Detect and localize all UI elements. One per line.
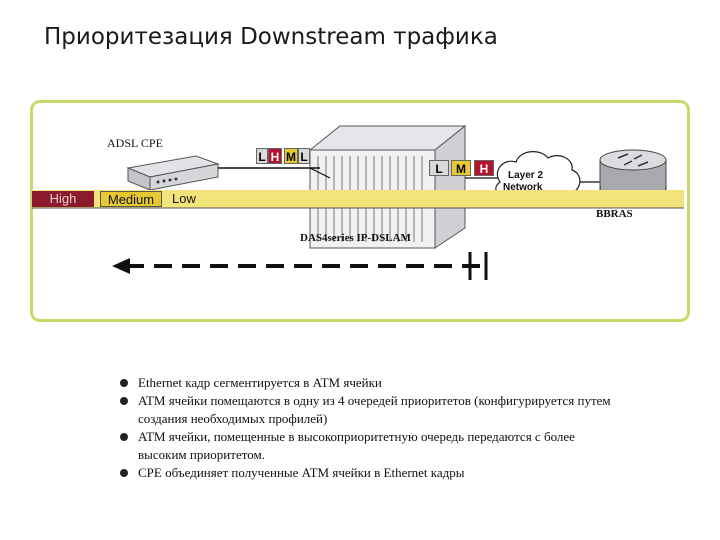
adsl-cpe-icon	[126, 155, 220, 191]
atm-cell: H	[474, 160, 494, 176]
page-title: Приоритезация Downstream трафика	[44, 24, 498, 50]
bullet-list: Ethernet кадр сегментируется в ATM ячейк…	[120, 374, 620, 482]
atm-cell: M	[451, 160, 471, 176]
list-item: Ethernet кадр сегментируется в ATM ячейк…	[120, 374, 620, 392]
cloud-label-line1: Layer 2	[508, 170, 544, 181]
atm-cell: M	[284, 148, 298, 164]
queue-medium: Medium	[100, 191, 162, 207]
bullet-icon	[120, 379, 128, 387]
downstream-arrow	[112, 252, 488, 280]
cpe-label: ADSL CPE	[107, 136, 163, 150]
dslam-icon	[308, 124, 467, 249]
bullet-icon	[120, 469, 128, 477]
atm-cell: L	[429, 160, 449, 176]
list-item: ATM ячейки помещаются в одну из 4 очеред…	[120, 392, 620, 428]
diagram-panel	[30, 100, 690, 322]
queue-high: High	[32, 191, 94, 207]
list-item: ATM ячейки, помещенные в высокоприоритет…	[120, 428, 620, 464]
atm-cell: L	[298, 148, 310, 164]
atm-cell: H	[268, 148, 282, 164]
queue-low: Low	[172, 191, 196, 206]
atm-cell: L	[256, 148, 268, 164]
dslam-label: DAS4series IP-DSLAM	[300, 232, 411, 244]
bullet-icon	[120, 433, 128, 441]
list-item: CPE объединяет полученные ATM ячейки в E…	[120, 464, 620, 482]
bullet-icon	[120, 397, 128, 405]
bbras-label: BBRAS	[596, 208, 633, 220]
cloud-label-line2: Network	[503, 182, 543, 193]
